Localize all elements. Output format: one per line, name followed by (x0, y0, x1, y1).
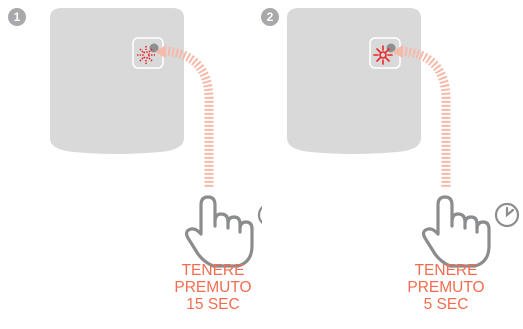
step-panel-1: 1 TE (0, 0, 262, 329)
instruction-caption: TENERE PREMUTO 5 SEC (379, 262, 513, 313)
press-hand-icon (424, 197, 489, 266)
clock-icon (496, 204, 518, 226)
caption-line: 5 SEC (379, 296, 513, 313)
step-panel-2: 2 TE (253, 0, 515, 329)
caption-line: TENERE (379, 262, 513, 279)
device-body (287, 8, 421, 154)
device-body (50, 8, 184, 154)
caption-line: PREMUTO (379, 279, 513, 296)
press-hand-icon (187, 197, 252, 266)
